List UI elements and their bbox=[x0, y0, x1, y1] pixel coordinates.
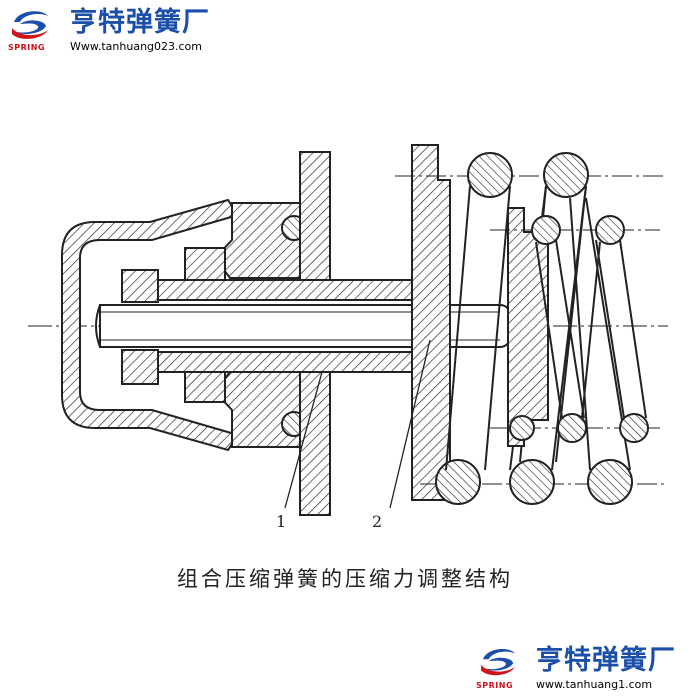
brand-url[interactable]: www.tanhuang1.com bbox=[536, 678, 653, 691]
part-label-1: 1 bbox=[276, 512, 287, 531]
brand-url[interactable]: Www.tanhuang023.com bbox=[70, 40, 203, 53]
footer-logo[interactable]: SPRING 亨特弹簧厂 www.tanhuang1.com bbox=[476, 646, 676, 692]
header-logo[interactable]: SPRING 亨特弹簧厂 Www.tanhuang023.com bbox=[8, 8, 210, 54]
spring-logo-icon: SPRING bbox=[476, 646, 524, 690]
brand-name: 亨特弹簧厂 bbox=[536, 645, 676, 676]
spring-logo-icon: SPRING bbox=[8, 8, 56, 52]
logo-tag: SPRING bbox=[8, 43, 46, 52]
part-label-2: 2 bbox=[372, 512, 383, 531]
brand-name: 亨特弹簧厂 bbox=[70, 7, 210, 38]
diagram-caption: 组合压缩弹簧的压缩力调整结构 bbox=[177, 567, 513, 591]
logo-tag: SPRING bbox=[476, 681, 514, 690]
